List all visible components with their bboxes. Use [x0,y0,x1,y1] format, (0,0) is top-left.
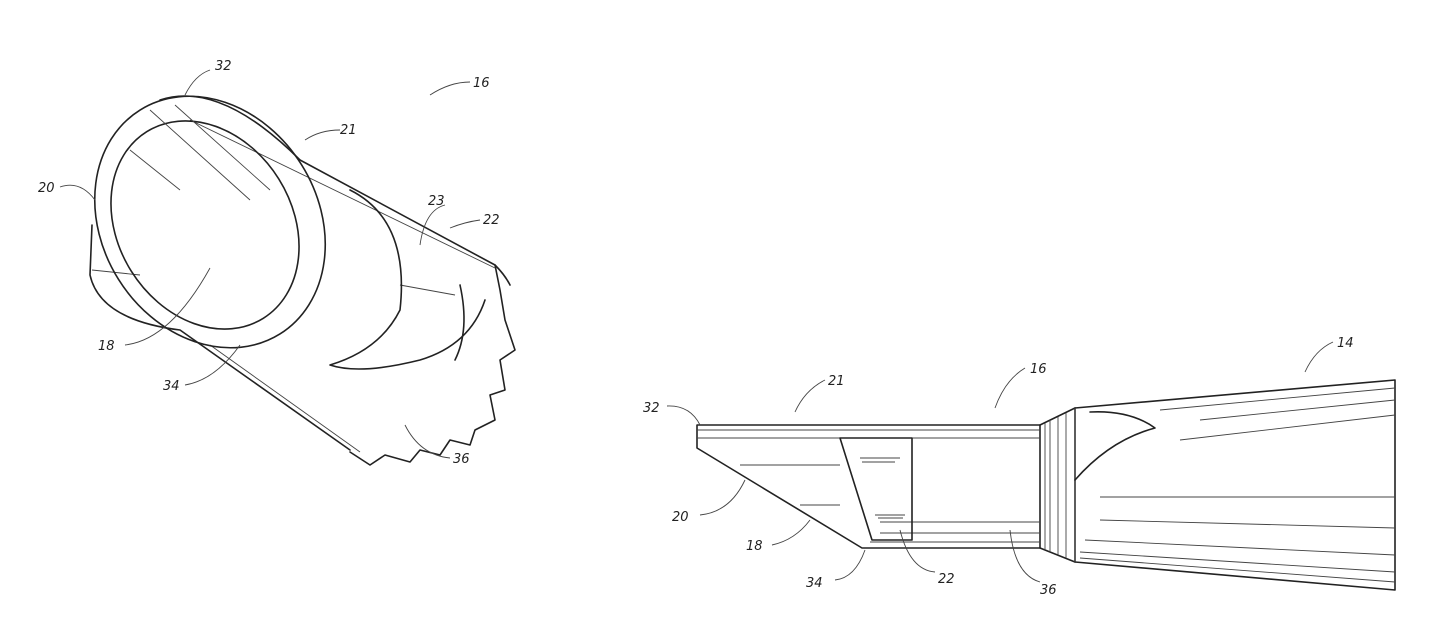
label-20: 20 [672,510,689,525]
label-36: 36 [1040,583,1057,598]
label-20: 20 [38,181,55,196]
leader-lines [59,69,481,459]
label-22: 22 [938,572,955,587]
label-34: 34 [806,576,823,591]
label-34: 34 [163,379,180,394]
label-21: 21 [340,123,357,138]
label-32: 32 [215,59,232,74]
nozzle-perspective-view: 32 16 21 20 23 22 18 34 36 [38,59,516,467]
inlet-ring [93,95,327,349]
label-16: 16 [473,76,490,91]
nozzle-side-view: 14 16 21 32 20 18 34 22 36 [643,336,1396,598]
label-21: 21 [828,374,845,389]
nozzle-tip [696,424,1041,549]
label-18: 18 [746,539,763,554]
label-32: 32 [643,401,660,416]
connector [1039,407,1076,563]
cone-body-14 [1074,379,1396,591]
leader-lines-right [666,341,1334,583]
label-16: 16 [1030,362,1047,377]
label-36: 36 [453,452,470,467]
label-23: 23 [428,194,445,209]
nozzle-body [89,95,516,466]
label-14: 14 [1337,336,1354,351]
window-22 [839,437,913,541]
label-18: 18 [98,339,115,354]
label-22: 22 [483,213,500,228]
